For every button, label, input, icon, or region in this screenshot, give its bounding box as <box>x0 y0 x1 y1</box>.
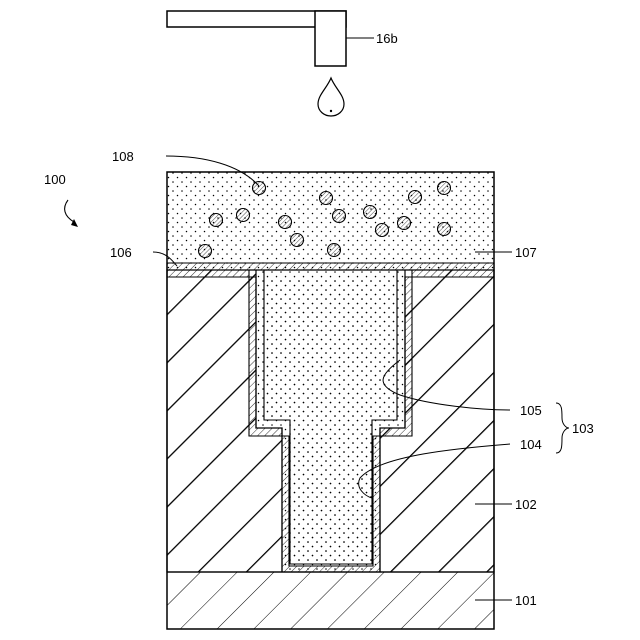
particle <box>333 210 346 223</box>
particle <box>210 214 223 227</box>
label-particles: 108 <box>112 149 134 164</box>
particle <box>237 209 250 222</box>
label-trench: 105 <box>520 403 542 418</box>
particle <box>328 244 341 257</box>
particle <box>364 206 377 219</box>
label-barrier-film: 106 <box>110 245 132 260</box>
nozzle <box>167 11 346 66</box>
droplet-dot <box>330 110 332 112</box>
particle <box>320 192 333 205</box>
label-substrate: 101 <box>515 593 537 608</box>
particle <box>291 234 304 247</box>
particle <box>438 223 451 236</box>
label-recess: 103 <box>572 421 594 436</box>
label-insulating-layer: 102 <box>515 497 537 512</box>
substrate-layer <box>167 572 494 629</box>
brace-103 <box>556 403 569 453</box>
device-arrow <box>65 200 78 227</box>
particle <box>199 245 212 258</box>
particle <box>409 191 422 204</box>
label-device: 100 <box>44 172 66 187</box>
label-via: 104 <box>520 437 542 452</box>
particle <box>398 217 411 230</box>
particle <box>438 182 451 195</box>
particle <box>376 224 389 237</box>
label-fill-material: 107 <box>515 245 537 260</box>
particle <box>279 216 292 229</box>
label-nozzle: 16b <box>376 31 398 46</box>
particle <box>253 182 266 195</box>
